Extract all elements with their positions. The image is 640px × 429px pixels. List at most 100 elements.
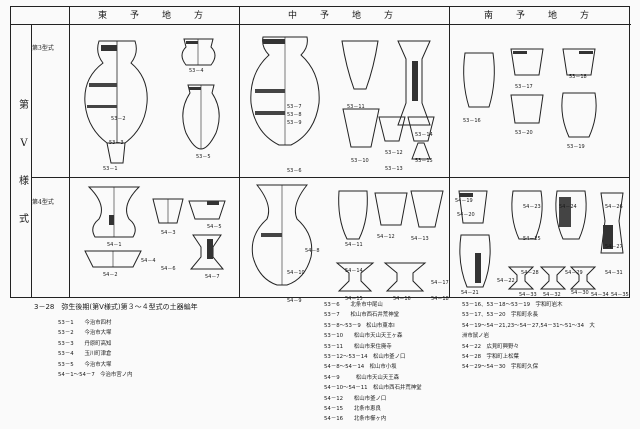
figure-label: 53－17	[515, 84, 533, 90]
figure-label: 53－7	[287, 104, 302, 110]
figure-caption: 3－28 弥生後期(第Ⅴ様式)第３～４型式の土器編年	[34, 303, 198, 311]
pottery-jar-drawing	[458, 190, 488, 224]
legend-line: 54－19～54－21,23～54－27,54－31～51～34 大	[462, 322, 595, 329]
figure-label: 54－17	[431, 280, 449, 286]
figure-label: 53－14	[415, 132, 433, 138]
pottery-jar-drawing	[510, 48, 544, 76]
pottery-jar-drawing	[251, 184, 313, 286]
period-label: 第 V 様 式	[19, 100, 29, 225]
figure-label: 54－2	[103, 272, 118, 278]
figure-label: 54－25	[523, 236, 541, 242]
legend-line: 54－29～54－30 宇和町久保	[462, 364, 538, 371]
grid-line	[69, 7, 70, 297]
figure-label: 54－12	[377, 234, 395, 240]
grid-line	[449, 7, 450, 297]
legend-line: 53－6 北条市中尾山	[324, 302, 383, 308]
figure-label: 54－8	[305, 248, 320, 254]
figure-label: 53－12	[385, 150, 403, 156]
legend-line: 53－4 玉川町津倉	[58, 351, 112, 358]
figure-label: 54－15	[345, 296, 363, 302]
legend-central: 53－6 北条市中尾山 53－7 松山市西石井荒神堂 53－8～53－9 松山市…	[324, 300, 422, 425]
figure-label: 54－4	[141, 258, 156, 264]
legend-line: 53－11 松山市来住廃寺	[324, 343, 392, 350]
pottery-cup-drawing	[378, 116, 406, 142]
pottery-stand-drawing	[189, 234, 225, 270]
header-central-yo: 中 予 地 方	[239, 7, 449, 25]
figure-label: 54－9	[287, 298, 302, 304]
figure-label: 54－22	[497, 278, 515, 284]
figure-label: 54－26	[605, 204, 623, 210]
figure-label: 53－11	[347, 104, 365, 110]
figure-label: 54－5	[207, 224, 222, 230]
legend-line: 53－5 今治市大塚	[58, 361, 112, 368]
pottery-jar-drawing	[341, 40, 379, 90]
figure-label: 53－19	[567, 144, 585, 150]
legend-line: 54－22 広見町興野々	[462, 343, 519, 350]
legend-line: 洲市鼠ノ岩	[462, 333, 489, 340]
figure-label: 53－2	[111, 116, 126, 122]
figure-label: 53－1	[103, 166, 118, 172]
figure-label: 53－20	[515, 130, 533, 136]
grid-line	[31, 25, 32, 297]
figure-label: 54－21	[461, 290, 479, 296]
figure-label: 54－18	[431, 296, 449, 302]
legend-line: 54－28 宇和町上松葉	[462, 354, 519, 361]
pottery-cup-drawing	[410, 190, 444, 228]
pottery-jar-drawing	[600, 192, 624, 254]
figure-label: 54－13	[411, 236, 429, 242]
figure-label: 54－34	[591, 292, 609, 298]
figure-label: 54－10	[287, 270, 305, 276]
pottery-jar-drawing	[181, 38, 216, 66]
figure-label: 54－31	[605, 270, 623, 276]
legend-line: 53－8～53－9 松山市東本Ⅰ	[324, 322, 395, 329]
figure-label: 54－29	[565, 270, 583, 276]
legend-east: 53－1 今治市四村 53－2 今治市大塚 53－3 丹原町高知 53－4 玉川…	[58, 318, 133, 380]
type-4-label: 第4型式	[32, 199, 54, 206]
pottery-cup-drawing	[374, 192, 408, 226]
header-period-cell	[11, 7, 69, 25]
header-south-yo: 南 予 地 方	[449, 7, 631, 25]
pottery-jar-drawing	[463, 52, 495, 108]
pottery-jar-drawing	[87, 186, 141, 238]
legend-line: 53－2 今治市大塚	[58, 330, 112, 337]
pottery-stand-drawing	[397, 40, 431, 126]
figure-label: 53－4	[189, 68, 204, 74]
legend-line: 53－3 丹原町高知	[58, 340, 112, 347]
pottery-jar-drawing	[510, 94, 544, 124]
legend-line: 54－16 北条市櫛ヶ内	[324, 416, 387, 423]
legend-line: 54－1～54－7 今治市宮ノ内	[58, 372, 133, 379]
legend-line: 54－8～54－14 松山市小坂	[324, 364, 397, 371]
grid-line	[239, 7, 240, 297]
figure-label: 53－3	[109, 140, 124, 146]
pottery-bowl-drawing	[84, 250, 142, 268]
figure-label: 54－20	[457, 212, 475, 218]
chronology-table: 東 予 地 方 中 予 地 方 南 予 地 方 第 V 様 式 第3型式 第4型…	[10, 6, 631, 304]
pottery-jar-drawing	[561, 92, 597, 138]
pottery-jar-drawing	[511, 190, 543, 240]
figure-label: 54－23	[523, 204, 541, 210]
figure-label: 53－15	[415, 158, 433, 164]
pottery-jar-drawing	[338, 190, 368, 240]
figure-label: 53－13	[385, 166, 403, 172]
legend-line: 54－9 松山市天山天王森	[324, 374, 399, 381]
figure-label: 53－18	[569, 74, 587, 80]
grid-line	[31, 177, 629, 178]
pottery-cup-drawing	[342, 108, 380, 148]
figure-label: 54－14	[345, 268, 363, 274]
pottery-stand-drawing	[335, 262, 427, 292]
legend-line: 54－15 北条市恵良	[324, 406, 381, 413]
legend-line: 54－10～54－11 松山市西石井荒神堂	[324, 385, 422, 392]
pottery-jar-drawing	[250, 36, 320, 146]
legend-south: 53－16、53－18～53－19 宇和町岩木 53－17、53－20 宇和町永…	[462, 300, 595, 373]
figure-label: 54－32	[543, 292, 561, 298]
figure-label: 54－27	[605, 244, 623, 250]
figure-label: 54－7	[205, 274, 220, 280]
figure-label: 54－1	[107, 242, 122, 248]
figure-label: 53－6	[287, 168, 302, 174]
pottery-jar-drawing	[562, 48, 596, 76]
figure-label: 53－5	[196, 154, 211, 160]
legend-line: 54－12 松山市釜ノ口	[324, 395, 387, 402]
pottery-bowl-drawing	[188, 200, 226, 220]
figure-label: 54－30	[571, 290, 589, 296]
legend-line: 53－17、53－20 宇和町永長	[462, 312, 538, 319]
